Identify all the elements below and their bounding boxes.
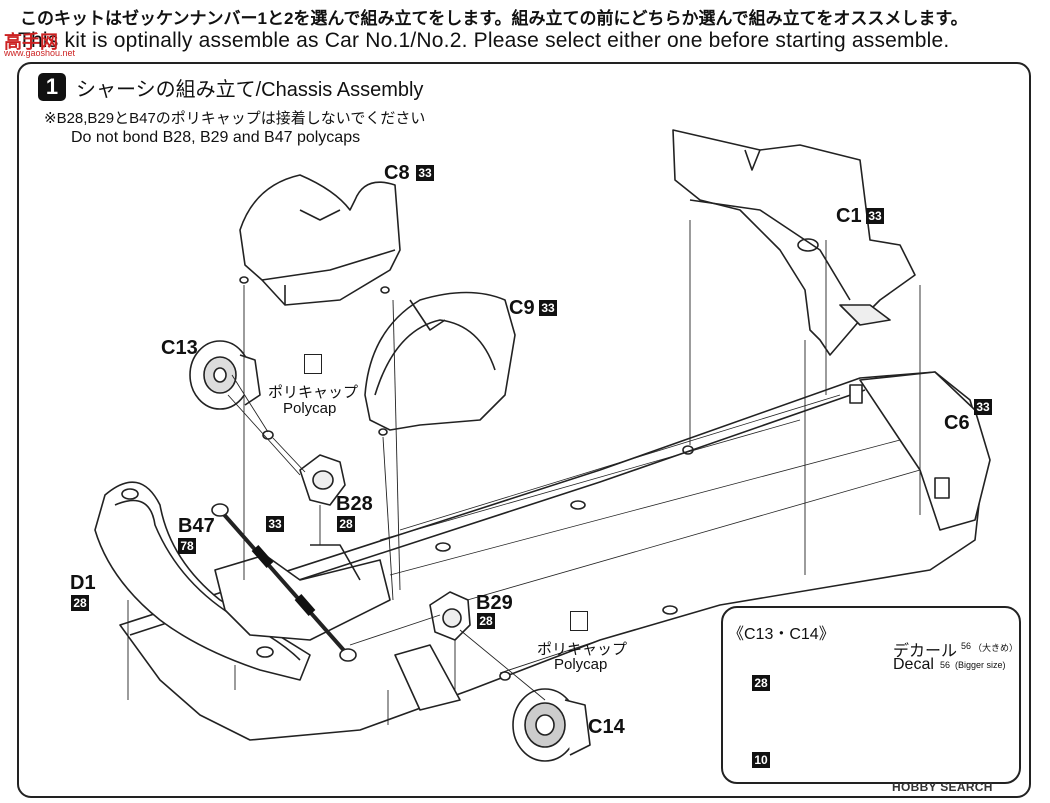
label-c6: C6 [944,412,970,434]
step-number: 1 [38,73,66,101]
footer-watermark: HOBBY SEARCH [892,780,993,794]
step-panel [17,62,1031,798]
part-c14-shape [512,688,591,762]
badge-b29: 28 [477,613,495,629]
polycap-icon-2 [570,611,588,631]
note-en: Do not bond B28, B29 and B47 polycaps [71,129,361,146]
label-c14: C14 [588,716,625,738]
part-c6-shape [859,371,991,531]
inset-badge-10: 10 [752,752,770,768]
step-title: シャーシの組み立て/Chassis Assembly [76,79,424,101]
label-b28: B28 [336,493,373,515]
watermark-logo: 高手网 [4,32,58,52]
badge-b47: 78 [178,538,196,554]
badge-d1: 28 [71,595,89,611]
label-c1: C1 [836,205,862,227]
polycap-label-en-2: Polycap [554,656,608,673]
inset-decal-size-en: (Bigger size) [955,660,1006,670]
polycap-label-jp-2: ポリキャップ [537,641,628,658]
header-jp: このキットはゼッケンナンバー1と2を選んで組み立てをします。組み立ての前にどちら… [20,9,968,28]
badge-b28: 28 [337,516,355,532]
inset-badge-28: 28 [752,675,770,691]
header-en: This kit is optinally assemble as Car No… [18,29,950,52]
part-b47-shape [218,508,350,657]
inset-decal-num: 56 [961,641,972,651]
inset-title: 《C13・C14》 [728,626,835,643]
label-b29: B29 [476,592,513,614]
part-c1-shape [672,129,916,356]
label-b47: B47 [178,515,215,537]
part-c9-shape [364,291,516,431]
polycap-label-jp: ポリキャップ [268,384,359,401]
note-jp: ※B28,B29とB47のポリキャップは接着しないでください [44,110,426,127]
label-c9: C9 [509,297,535,319]
polycap-label-en: Polycap [283,400,337,417]
detail-inset [721,606,1021,784]
label-c8: C8 [384,162,410,184]
badge-c9: 33 [539,300,557,316]
inset-decal-jp: デカール [893,643,958,660]
inset-decal-num-2: 56 [940,660,951,670]
part-c8-shape [239,174,401,306]
polycap-icon [304,354,322,374]
part-c13-shape [189,340,261,410]
watermark-url: www.gaoshou.net [4,48,76,58]
badge-spring: 33 [266,516,284,532]
badge-c8: 33 [416,165,434,181]
label-d1: D1 [70,572,96,594]
badge-c6: 33 [974,399,992,415]
inset-decal-en: Decal [893,656,934,673]
inset-decal-size-jp: （大きめ） [973,643,1019,653]
badge-c1: 33 [866,208,884,224]
label-c13: C13 [161,337,198,359]
